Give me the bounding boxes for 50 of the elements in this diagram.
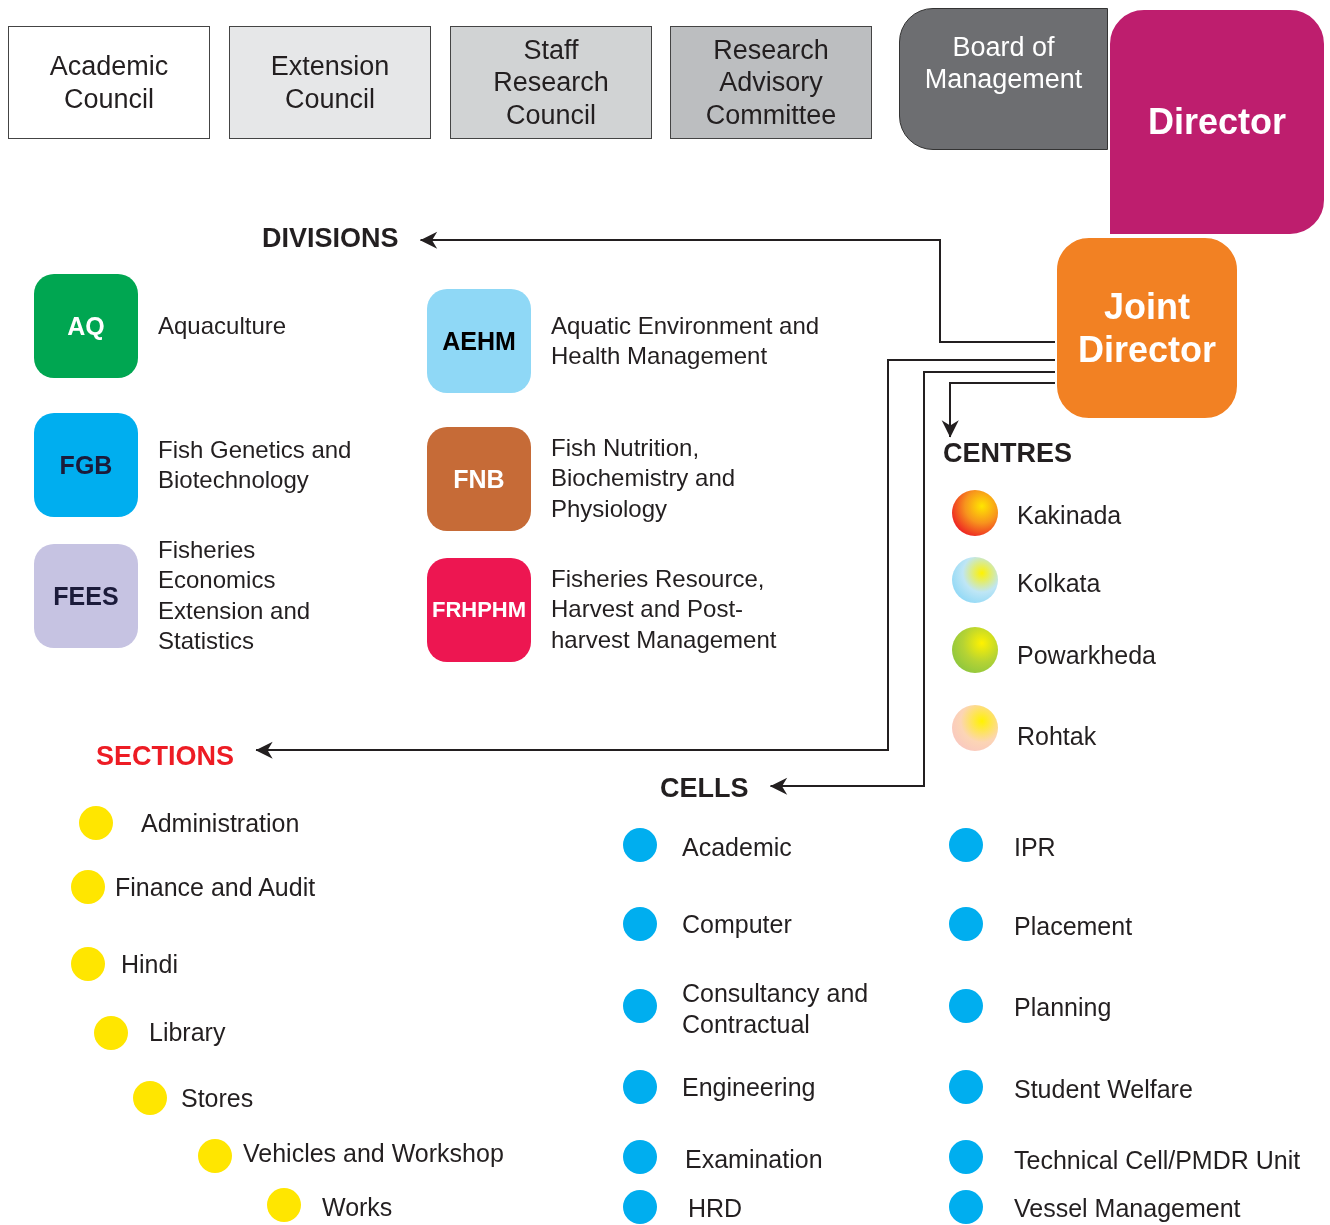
list-item-text: Examination bbox=[685, 1143, 824, 1175]
section-heading: DIVISIONS bbox=[262, 225, 399, 252]
list-item-text: Vehicles and Workshop bbox=[243, 1137, 505, 1169]
division-badge: AQ bbox=[34, 274, 138, 378]
list-item-text: IPR bbox=[1014, 831, 1057, 863]
section-heading: CENTRES bbox=[943, 440, 1072, 467]
list-item-text: Academic bbox=[682, 831, 793, 863]
list-item-text: Administration bbox=[141, 807, 301, 839]
division-name: Fish Genetics and Biotechnology bbox=[158, 434, 353, 495]
list-item-text: Engineering bbox=[682, 1071, 817, 1103]
division-name: Aquaculture bbox=[158, 310, 288, 341]
list-item-text: Placement bbox=[1014, 910, 1134, 942]
division-name: Fisheries Economics Extension and Statistics bbox=[158, 535, 312, 657]
committee-box: Research Advisory Committee bbox=[670, 26, 872, 139]
list-item-text: Student Welfare bbox=[1014, 1073, 1194, 1105]
list-item-text: Library bbox=[149, 1016, 227, 1048]
director-box: Director bbox=[1108, 8, 1326, 236]
board-box: Board of Management bbox=[899, 8, 1108, 150]
division-badge: FGB bbox=[34, 413, 138, 517]
list-item-text: Kakinada bbox=[1017, 499, 1123, 531]
division-badge: FEES bbox=[34, 544, 138, 648]
joint-director-box: Joint Director bbox=[1055, 236, 1239, 420]
list-item-text: Finance and Audit bbox=[115, 871, 317, 903]
connector-arrow bbox=[769, 371, 1056, 795]
division-badge: FNB bbox=[427, 427, 531, 531]
division-badge: AEHM bbox=[427, 289, 531, 393]
council-box: Academic Council bbox=[8, 26, 210, 139]
list-item-text: Planning bbox=[1014, 991, 1113, 1023]
connector-arrow bbox=[941, 382, 1056, 438]
list-item-text: Rohtak bbox=[1017, 720, 1098, 752]
list-item-text: Vessel Management bbox=[1014, 1192, 1242, 1224]
connector-arrow bbox=[419, 231, 1056, 343]
list-item-text: Technical Cell/PMDR Unit bbox=[1014, 1144, 1302, 1176]
division-badge: FRHPHM bbox=[427, 558, 531, 662]
list-item-text: Powarkheda bbox=[1017, 639, 1157, 671]
list-item-text: Stores bbox=[181, 1082, 255, 1114]
list-item-text: Hindi bbox=[121, 948, 179, 980]
list-item-text: HRD bbox=[688, 1192, 744, 1224]
list-item-text: Computer bbox=[682, 908, 793, 940]
division-name: Aquatic Environment and Health Management bbox=[551, 310, 821, 371]
division-name: Fisheries Resource, Harvest and Post-harvest Management bbox=[551, 564, 778, 656]
list-item-text: Consultancy and Contractual bbox=[682, 978, 870, 1040]
section-heading: SECTIONS bbox=[96, 743, 235, 770]
section-heading: CELLS bbox=[660, 775, 749, 802]
list-item-text: Kolkata bbox=[1017, 567, 1102, 599]
council-box: Extension Council bbox=[229, 26, 431, 139]
connector-arrow bbox=[255, 359, 1056, 759]
division-name: Fish Nutrition, Biochemistry and Physiology bbox=[551, 433, 737, 525]
council-box: Staff Research Council bbox=[450, 26, 652, 139]
list-item-text: Works bbox=[322, 1191, 394, 1223]
